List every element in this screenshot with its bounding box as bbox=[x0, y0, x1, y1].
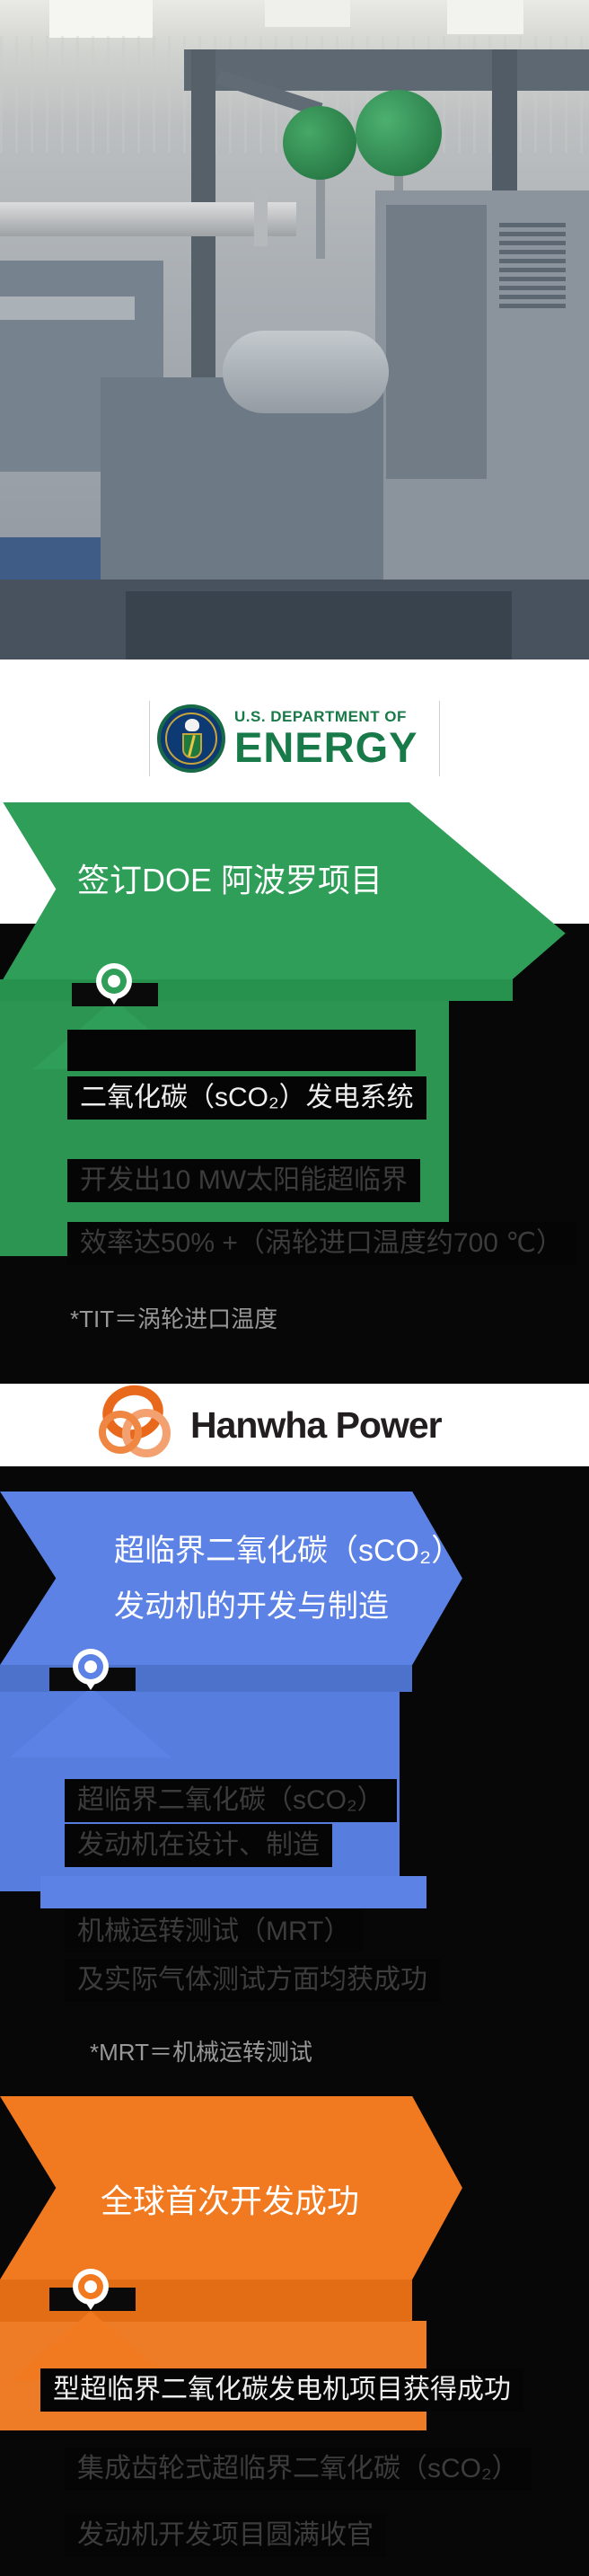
doe-logo: U.S. DEPARTMENT OF ENERGY bbox=[149, 701, 440, 776]
photo-turbine-cylinder bbox=[223, 331, 389, 413]
milestone-ribbon-doe-apollo: 签订DOE 阿波罗项目 bbox=[3, 802, 566, 979]
body-line: 发动机在设计、制造 bbox=[65, 1824, 332, 1867]
photo-left-pipe bbox=[0, 297, 135, 320]
milestone-title-line1: 超临界二氧化碳（sCO₂） bbox=[114, 1534, 462, 1568]
body-line: 及实际气体测试方面均获成功 bbox=[65, 1959, 440, 2002]
milestone-title: 签订DOE 阿波罗项目 bbox=[76, 862, 382, 899]
map-pin-icon bbox=[96, 963, 132, 1005]
doe-logo-text: U.S. DEPARTMENT OF ENERGY bbox=[234, 709, 418, 768]
photo-generator-panel bbox=[386, 205, 487, 479]
photo-skid-base bbox=[126, 591, 512, 659]
photo-pipe bbox=[0, 202, 296, 236]
doe-logo-line1: U.S. DEPARTMENT OF bbox=[234, 708, 407, 725]
hanwha-logo: Hanwha Power bbox=[88, 1378, 443, 1466]
hanwha-rings-icon bbox=[88, 1378, 178, 1466]
facility-photo bbox=[0, 0, 589, 659]
doe-seal-icon bbox=[157, 704, 225, 773]
doe-eagle-icon bbox=[185, 719, 199, 731]
footnote-tit: *TIT＝涡轮进口温度 bbox=[70, 1306, 278, 1332]
milestone-title: 全球首次开发成功 bbox=[100, 2182, 359, 2219]
map-pin-icon bbox=[73, 2269, 109, 2310]
body-line: 发动机开发项目圆满收官 bbox=[65, 2514, 386, 2557]
footnote-mrt: *MRT＝机械运转测试 bbox=[90, 2039, 312, 2066]
photo-green-valve bbox=[283, 106, 356, 180]
milestone-ribbon-sco2-engine: 超临界二氧化碳（sCO₂） 发动机的开发与制造 bbox=[0, 1492, 462, 1665]
photo-vent-grille bbox=[499, 223, 566, 308]
map-pin-icon bbox=[73, 1649, 109, 1690]
hanwha-logo-text: Hanwha Power bbox=[190, 1403, 443, 1446]
photo-pipe-flange bbox=[254, 192, 268, 246]
body-line: 超临界二氧化碳（sCO₂） bbox=[65, 1779, 397, 1822]
body-line: 开发出10 MW太阳能超临界 bbox=[67, 1159, 421, 1202]
glitch-bar bbox=[67, 1030, 416, 1071]
milestone-title-line2: 发动机的开发与制造 bbox=[114, 1589, 389, 1624]
photo-skylight bbox=[265, 0, 350, 27]
glitch-blue-band bbox=[40, 1876, 426, 1908]
body-line: 机械运转测试（MRT） bbox=[65, 1910, 364, 1953]
body-line: 型超临界二氧化碳发电机项目获得成功 bbox=[40, 2368, 523, 2412]
hanwha-ring bbox=[122, 1409, 171, 1457]
body-line: 集成齿轮式超临界二氧化碳（sCO₂） bbox=[65, 2448, 532, 2491]
map-pin-tail bbox=[84, 2299, 98, 2317]
map-pin-tail bbox=[84, 1679, 98, 1697]
milestone-ribbon-world-first: 全球首次开发成功 bbox=[0, 2096, 462, 2279]
body-line: 二氧化碳（sCO₂）发电系统 bbox=[67, 1076, 426, 1120]
photo-valve-stem bbox=[316, 178, 325, 259]
photo-green-valve bbox=[356, 90, 442, 176]
map-pin-tail bbox=[107, 994, 121, 1012]
photo-skylight bbox=[447, 0, 523, 34]
body-line: 效率达50% +（涡轮进口温度约700 ℃） bbox=[67, 1222, 576, 1265]
photo-skylight bbox=[49, 0, 153, 38]
doe-logo-line2: ENERGY bbox=[234, 723, 418, 771]
